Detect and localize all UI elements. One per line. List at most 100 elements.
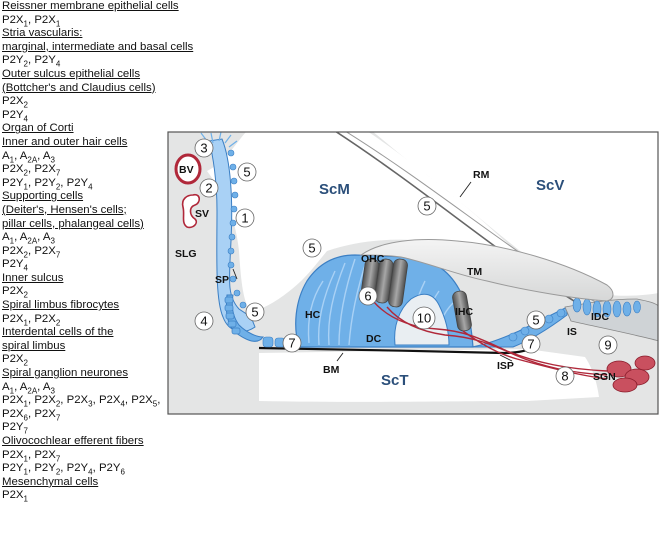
legend-text: , P2X [27, 244, 56, 257]
svg-text:10: 10 [417, 311, 431, 326]
svg-text:4: 4 [200, 314, 207, 329]
number-marker: 5 [237, 162, 257, 182]
legend-text: , A [37, 231, 51, 244]
legend-subscript: 1 [23, 467, 28, 477]
legend-subscript: 1 [23, 399, 28, 409]
legend-text: Spiral ganglion neurones [2, 367, 129, 380]
legend-receptors: P2Y4 [2, 109, 167, 123]
legend-text: P2X [2, 448, 24, 461]
legend-subscript: 2 [23, 358, 28, 368]
number-marker: 2 [199, 178, 219, 198]
svg-text:5: 5 [243, 165, 250, 180]
legend-receptors: P2X1, P2X2 [2, 313, 167, 327]
legend-subscript: 1 [23, 494, 28, 504]
legend-subscript: 3 [50, 385, 55, 395]
legend-subscript: 2A [27, 236, 38, 246]
legend-receptors: P2X1, P2X2, P2X3, P2X4, P2X5, [2, 394, 167, 408]
legend-receptors: P2X1 [2, 489, 167, 503]
svg-text:3: 3 [200, 141, 207, 156]
legend-text: Spiral limbus fibrocytes [2, 299, 120, 312]
legend-subscript: 5 [152, 399, 158, 409]
legend-receptors: P2X2 [2, 353, 167, 367]
svg-text:5: 5 [423, 199, 430, 214]
legend-heading: Stria vascularis: [2, 27, 167, 41]
number-marker: 10 [412, 306, 436, 330]
legend-subscript: 3 [50, 154, 55, 164]
legend-receptors: P2X2 [2, 95, 167, 109]
legend-heading: Olivocochlear efferent fibers [2, 435, 167, 449]
legend-text: Interdental cells of the [2, 326, 114, 339]
legend-subscript: 1 [23, 182, 28, 191]
legend-text: P2X [2, 394, 24, 407]
legend-text: P2X [2, 95, 24, 108]
legend-heading: Reissner membrane epithelial cells [2, 0, 179, 14]
legend-subscript: 4 [120, 399, 125, 409]
legend-receptors: P2X6, P2X7 [2, 408, 167, 422]
label-bv: BV [179, 164, 194, 176]
legend-text: Inner and outer hair cells [2, 135, 128, 148]
label-bm: BM [323, 364, 340, 376]
legend-text: pillar cells, phalangeal cells) [2, 217, 144, 230]
legend-subscript: 1 [23, 18, 28, 28]
legend-text: , P2Y [27, 54, 56, 67]
number-marker: 4 [194, 311, 214, 331]
legend-subscript: 1 [9, 236, 15, 246]
legend-text: , P2X [92, 394, 121, 407]
legend-text: , P2X [27, 407, 56, 420]
legend-receptors: P2Y1, P2Y2, P2Y4 [2, 177, 167, 191]
legend-text: A [2, 380, 10, 393]
legend-subscript: 1 [9, 385, 15, 395]
legend-heading: pillar cells, phalangeal cells) [2, 218, 167, 232]
legend-text: P2X [2, 407, 24, 420]
blood-vessel [174, 153, 202, 185]
legend-text: P2Y [2, 421, 24, 434]
legend-text: marginal, intermediate and basal cells [2, 40, 194, 53]
legend-subscript: 7 [23, 426, 28, 436]
legend-subscript: 2 [55, 182, 61, 191]
spiral-vessel [181, 193, 201, 229]
number-marker: 5 [417, 196, 437, 216]
legend-text: (Bottcher's and Claudius cells) [2, 81, 156, 94]
number-marker: 5 [302, 238, 322, 258]
svg-text:7: 7 [288, 336, 295, 351]
legend-text: , P2Y [60, 176, 89, 189]
svg-text:5: 5 [251, 305, 258, 320]
number-marker: 6 [358, 286, 378, 306]
legend-text: Olivocochlear efferent fibers [2, 435, 144, 447]
legend-subscript: 7 [55, 249, 61, 259]
numbered-markers: 3 2 1 5 5 5 4 5 7 6 10 5 7 9 8 5 [194, 138, 618, 386]
number-marker: 7 [282, 333, 302, 353]
legend-heading: Interdental cells of the [2, 326, 167, 340]
label-ohc: OHC [361, 253, 385, 265]
svg-text:9: 9 [604, 338, 611, 353]
svg-text:6: 6 [364, 289, 371, 304]
interdental-cells [572, 297, 641, 318]
legend-subscript: 6 [120, 467, 125, 477]
label-rm: RM [473, 169, 490, 181]
number-marker: 5 [245, 302, 265, 322]
legend-text: P2Y [2, 258, 24, 271]
legend-text: , P2X [124, 394, 153, 407]
legend-receptors: P2X1, P2X7 [2, 449, 167, 463]
legend-text: (Deiter's, Hensen's cells; [2, 203, 127, 216]
number-marker: 9 [598, 335, 618, 355]
legend-text: , P2X [27, 448, 56, 461]
legend-subscript: 2 [23, 100, 28, 110]
legend-heading: Spiral limbus fibrocytes [2, 299, 167, 313]
legend-text: Inner sulcus [2, 271, 64, 284]
legend-subscript: 1 [55, 18, 61, 28]
legend-heading: spiral limbus [2, 340, 167, 354]
legend-heading: marginal, intermediate and basal cells [2, 41, 193, 55]
legend-text: , P2Y [92, 462, 121, 475]
legend-text: P2Y [2, 462, 24, 475]
legend-subscript: 4 [88, 182, 93, 191]
legend-text: A [2, 149, 10, 162]
number-marker: 1 [235, 208, 255, 228]
legend-text: Organ of Corti [2, 122, 74, 135]
legend-receptors: A1, A2A, A3 [2, 381, 167, 395]
legend-subscript: 2 [23, 59, 28, 69]
legend-receptors: P2X2, P2X7 [2, 163, 167, 177]
leader-lines [232, 181, 513, 362]
label-sp: SP [215, 274, 229, 286]
